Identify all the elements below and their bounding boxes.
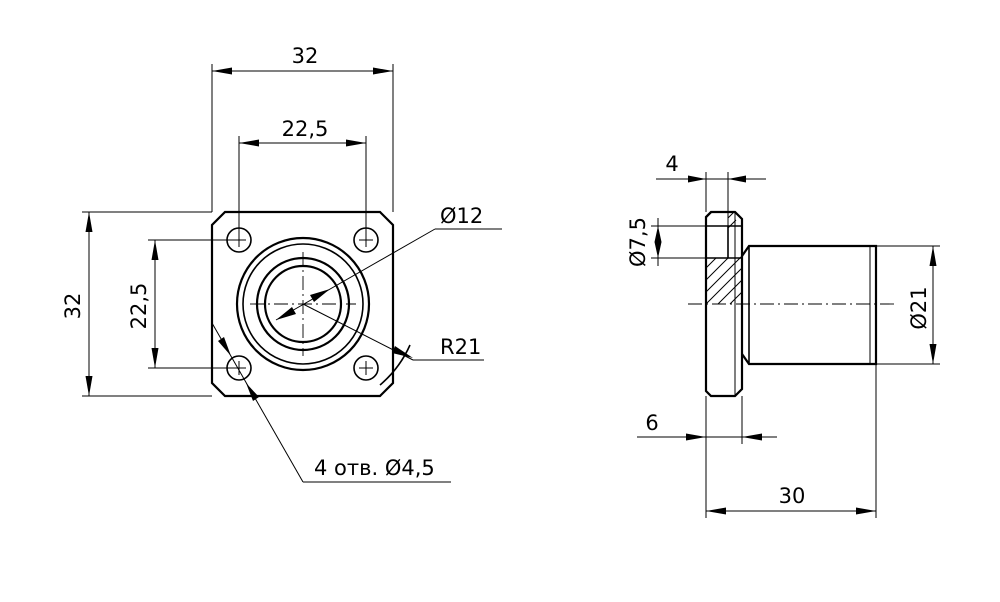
dim-body-diameter-label: Ø21 bbox=[907, 286, 931, 329]
dim-height-outer-label: 32 bbox=[61, 293, 85, 320]
dim-collar-diameter: Ø7,5 bbox=[626, 217, 706, 267]
dim-holes-note: 4 отв. Ø4,5 bbox=[211, 322, 451, 483]
dim-flange-thickness-label: 4 bbox=[665, 152, 678, 176]
dim-width-holes: 22,5 bbox=[238, 117, 367, 240]
side-view: 4 Ø7,5 Ø21 6 bbox=[626, 152, 940, 518]
dim-flange-thickness: 4 bbox=[656, 152, 766, 226]
dim-radius-label: R21 bbox=[440, 335, 481, 359]
dim-width-outer: 32 bbox=[211, 44, 394, 212]
dim-holes-note-label: 4 отв. Ø4,5 bbox=[314, 456, 435, 480]
dim-height-holes: 22,5 bbox=[127, 239, 239, 369]
boss-outer-circle bbox=[235, 236, 371, 372]
flange-outline bbox=[210, 210, 395, 398]
dim-radius: R21 bbox=[302, 303, 484, 386]
dim-collar-diameter-label: Ø7,5 bbox=[626, 217, 650, 267]
dim-width-outer-label: 32 bbox=[292, 44, 319, 68]
dim-height-holes-label: 22,5 bbox=[127, 283, 151, 330]
dim-step-length-label: 6 bbox=[645, 411, 658, 435]
boss-inner-circle bbox=[242, 243, 364, 365]
dim-total-length: 30 bbox=[705, 364, 877, 518]
mounting-hole-bottom-right bbox=[353, 355, 379, 381]
front-view: 32 22,5 32 22,5 bbox=[61, 44, 502, 483]
section-hatch bbox=[705, 211, 743, 305]
dim-bore-diameter: Ø12 bbox=[275, 204, 502, 321]
dim-step-length: 6 bbox=[637, 396, 777, 444]
dim-bore-diameter-label: Ø12 bbox=[440, 204, 483, 228]
dim-total-length-label: 30 bbox=[779, 484, 806, 508]
dim-body-diameter: Ø21 bbox=[876, 245, 940, 365]
body-cylinder bbox=[741, 244, 878, 366]
dim-height-outer: 32 bbox=[61, 211, 212, 397]
dim-width-holes-label: 22,5 bbox=[282, 117, 329, 141]
